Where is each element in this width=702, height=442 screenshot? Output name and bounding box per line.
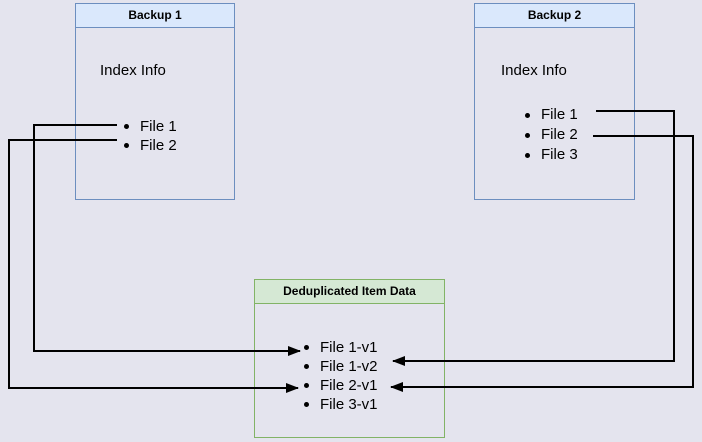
- list-item: File 2-v1: [300, 376, 378, 395]
- list-item: File 1-v2: [300, 357, 378, 376]
- backup1-box: Backup 1: [75, 3, 235, 200]
- backup2-index-info-label: Index Info: [501, 62, 567, 79]
- list-item: File 2: [120, 136, 177, 155]
- backup1-index-info-label: Index Info: [100, 62, 166, 79]
- backup2-box: Backup 2: [474, 3, 635, 200]
- backup2-file-list: File 1 File 2 File 3: [521, 105, 578, 165]
- list-item: File 3-v1: [300, 395, 378, 414]
- list-item: File 2: [521, 125, 578, 145]
- backup1-header: Backup 1: [76, 4, 234, 28]
- list-item: File 1: [120, 117, 177, 136]
- list-item: File 1: [521, 105, 578, 125]
- dedup-header: Deduplicated Item Data: [255, 280, 444, 304]
- backup1-file-list: File 1 File 2: [120, 117, 177, 155]
- list-item: File 1-v1: [300, 338, 378, 357]
- dedup-item-list: File 1-v1 File 1-v2 File 2-v1 File 3-v1: [300, 338, 378, 414]
- backup2-header: Backup 2: [475, 4, 634, 28]
- list-item: File 3: [521, 145, 578, 165]
